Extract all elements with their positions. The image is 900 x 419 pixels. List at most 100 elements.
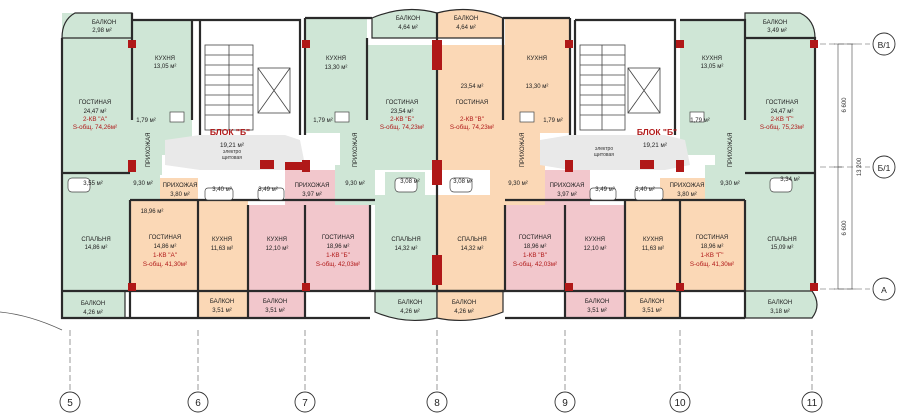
balcony-bottom-2v xyxy=(436,290,504,322)
label-living-tl: ГОСТИНАЯ xyxy=(79,100,111,106)
label-kitchen-2b: КУХНЯ xyxy=(326,56,346,62)
label-kitchen-1g: КУХНЯ xyxy=(643,237,663,243)
axis-circle-9 xyxy=(554,391,576,413)
label-bath-1b: 3,49 м² xyxy=(258,187,277,193)
room-balcony-tl xyxy=(62,13,132,38)
label-kitchen-2b-area: 13,30 м² xyxy=(325,65,348,71)
axis-label-8: 8 xyxy=(434,398,440,409)
label-bath-1v: 3,49 м² xyxy=(595,187,614,193)
label-bedroom-tr: СПАЛЬНЯ xyxy=(767,237,796,243)
label-balcony-2v-top: БАЛКОН xyxy=(454,16,478,22)
label-hall-2b: ПРИХОЖАЯ xyxy=(353,133,359,168)
label-flat-2v: 2-КВ "В" xyxy=(460,116,484,123)
label-bath2-tl: 3,55 м² xyxy=(83,181,102,187)
label-bath-tr: 1,79 м² xyxy=(690,118,709,124)
axis-markers-right xyxy=(872,32,896,301)
label-balcony-2v-bottom-area: 4,26 м² xyxy=(454,309,473,315)
axis-markers-bottom xyxy=(59,391,823,413)
label-kitchen-tl-area: 13,05 м² xyxy=(154,64,177,70)
label-balcony-bl-area: 4,26 м² xyxy=(83,310,102,316)
label-bath2-2v: 3,08 м² xyxy=(453,179,472,185)
label-bedroom-tl-area: 14,86 м² xyxy=(85,245,108,251)
label-hall2-2v: 9,30 м² xyxy=(508,181,527,187)
axis-label-6: 6 xyxy=(195,398,201,409)
room-kitchen-1a xyxy=(198,200,248,291)
block-note2-left: щитовая xyxy=(222,155,242,161)
label-flat-2b-total: S-общ. 74,23м² xyxy=(380,123,424,131)
axis-circle-5 xyxy=(59,391,81,413)
room-living-tr xyxy=(745,38,815,173)
label-balcony-tl: БАЛКОН xyxy=(92,20,116,26)
label-balcony-tr: БАЛКОН xyxy=(763,20,787,26)
dimension-lower: 6 600 xyxy=(842,220,848,236)
block-note1-right: электро xyxy=(595,146,613,152)
axis-circle-10 xyxy=(669,391,691,413)
label-balcony-2v-bottom: БАЛКОН xyxy=(452,300,476,306)
label-living-tl-area: 24,47 м² xyxy=(84,109,107,115)
label-living-tr-area: 24,47 м² xyxy=(771,109,794,115)
label-hall-tr: ПРИХОЖАЯ xyxy=(728,133,734,168)
label-living-1a-area: 14,86 м² xyxy=(154,244,177,250)
label-balcony-1v-area: 3,51 м² xyxy=(587,308,606,314)
room-kitchen-1g xyxy=(625,200,680,291)
label-bath-2b: 1,79 м² xyxy=(313,118,332,124)
dimension-lines xyxy=(834,43,856,290)
label-flat-2g-total: S-общ. 75,23м² xyxy=(760,123,804,131)
label-flat-2a-total: S-общ. 74,26м² xyxy=(73,123,117,131)
label-kitchen-1g-area: 11,63 м² xyxy=(642,246,664,252)
label-hall-1v: ПРИХОЖАЯ xyxy=(550,183,585,189)
label-bedroom-tr-area: 15,09 м² xyxy=(771,245,794,251)
label-flat-1g-total: S-общ. 41,30м² xyxy=(690,260,734,268)
label-living-2v: ГОСТИНАЯ xyxy=(456,100,488,106)
label-balcony-2b-top: БАЛКОН xyxy=(396,16,420,22)
label-living-2b: ГОСТИНАЯ xyxy=(386,100,418,106)
room-living-2b xyxy=(367,45,437,170)
axis-circle-v1 xyxy=(872,32,896,56)
block-title-right: БЛОК "Б" xyxy=(637,127,677,137)
axis-circle-6 xyxy=(187,391,209,413)
label-balcony-1a: БАЛКОН xyxy=(210,299,234,305)
balcony-bottom-right xyxy=(744,290,818,319)
label-living-1b: ГОСТИНАЯ xyxy=(322,235,354,241)
room-kitchen-1b xyxy=(248,205,305,291)
balconies xyxy=(0,8,818,331)
dimension-total: 13 200 xyxy=(857,157,863,176)
room-living-tl xyxy=(62,38,132,173)
label-bath2-2b: 3,08 м² xyxy=(400,179,419,185)
label-balcony-2b-bottom-area: 4,26 м² xyxy=(400,309,419,315)
label-hall-1b-area: 3,97 м² xyxy=(302,192,321,198)
room-living-1a xyxy=(130,200,198,291)
label-kitchen-1a: КУХНЯ xyxy=(212,237,232,243)
room-living-2v xyxy=(437,45,505,170)
block-area-right: 19,21 м² xyxy=(643,142,667,149)
label-hall2-2b: 9,30 м² xyxy=(345,181,364,187)
label-kitchen-1b: КУХНЯ xyxy=(267,237,287,243)
axis-label-v1: В/1 xyxy=(878,40,891,50)
label-hall-1b: ПРИХОЖАЯ xyxy=(295,183,330,189)
stair-left xyxy=(204,44,291,131)
label-hall-1v-area: 3,97 м² xyxy=(557,192,576,198)
label-kitchen-1v: КУХНЯ xyxy=(585,237,605,243)
balcony-top-left-curve xyxy=(61,12,133,39)
block-note2-right: щитовая xyxy=(594,152,614,158)
label-hall-1a-area: 3,80 м² xyxy=(170,192,189,198)
axis-circle-a xyxy=(872,277,896,301)
room-bedroom-2b xyxy=(375,195,437,291)
room-hall-1g xyxy=(660,178,705,208)
label-bedroom-2b-area: 14,32 м² xyxy=(395,246,418,252)
label-flat-1v-total: S-общ. 42,03м² xyxy=(513,260,557,268)
room-kitchen-2v xyxy=(505,18,570,133)
room-bedroom-2v xyxy=(437,195,505,291)
label-balcony-tr-area: 3,49 м² xyxy=(767,28,786,34)
label-hall-2v: ПРИХОЖАЯ xyxy=(520,133,526,168)
label-living-2b-area: 23,54 м² xyxy=(391,109,414,115)
axis-circle-7 xyxy=(294,391,316,413)
site-edge-curve xyxy=(0,311,63,331)
room-living-1v xyxy=(505,205,565,291)
dimension-upper: 6 600 xyxy=(842,97,848,113)
label-bedroom-2b: СПАЛЬНЯ xyxy=(391,237,420,243)
label-hall-1a: ПРИХОЖАЯ xyxy=(163,183,198,189)
axis-circle-b1 xyxy=(872,155,896,179)
